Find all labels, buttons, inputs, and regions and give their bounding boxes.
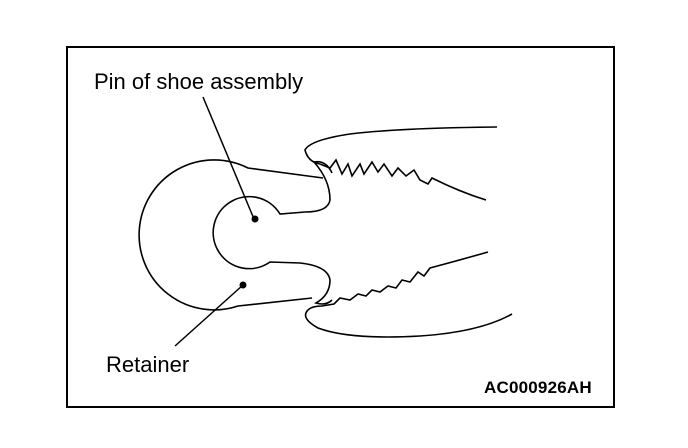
leader-pin — [202, 96, 259, 223]
retainer-shape — [138, 159, 333, 311]
pin-of-shoe-assembly-label: Pin of shoe assembly — [94, 69, 304, 94]
retainer-point-marker — [239, 281, 247, 289]
pliers-jaws — [304, 126, 513, 338]
figure-code-label: AC000926AH — [484, 378, 592, 397]
leader-retainer — [174, 281, 247, 347]
figure-frame — [66, 46, 615, 408]
retainer-label: Retainer — [106, 352, 190, 377]
pin-point-marker — [251, 215, 259, 223]
